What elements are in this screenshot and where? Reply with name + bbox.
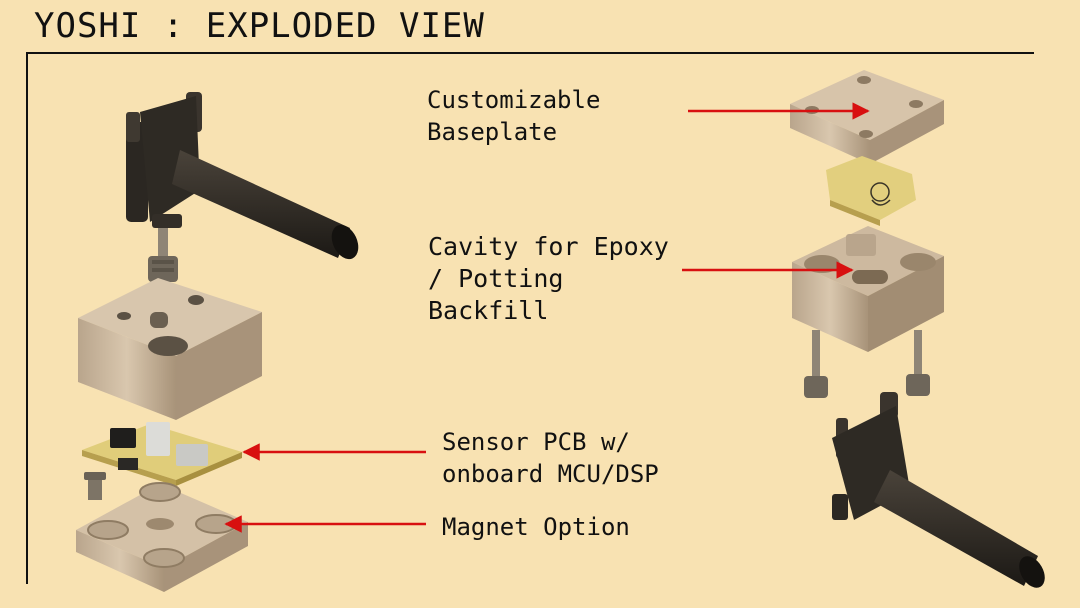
label-sensor-pcb: Sensor PCB w/ onboard MCU/DSP <box>442 428 659 488</box>
page-title: YOSHI : EXPLODED VIEW <box>34 6 485 46</box>
label-customizable-baseplate: Customizable Baseplate <box>427 86 601 146</box>
left-screw <box>148 228 178 282</box>
left-housing <box>78 278 262 420</box>
label-magnet-option: Magnet Option <box>442 513 630 541</box>
right-assembly <box>790 70 1045 588</box>
frame-top-rule <box>26 52 1034 54</box>
frame-left-rule <box>26 52 28 584</box>
right-cavity-housing <box>792 226 944 352</box>
right-screws <box>804 330 930 398</box>
left-assembly <box>76 92 359 592</box>
right-cable-connector <box>832 392 1045 588</box>
left-magnet-base <box>76 472 248 592</box>
right-pcb <box>826 156 916 226</box>
left-sensor-pcb <box>82 422 242 486</box>
label-cavity-epoxy: Cavity for Epoxy / Potting Backfill <box>428 232 669 325</box>
left-cable-connector <box>126 92 359 260</box>
right-baseplate <box>790 70 944 164</box>
